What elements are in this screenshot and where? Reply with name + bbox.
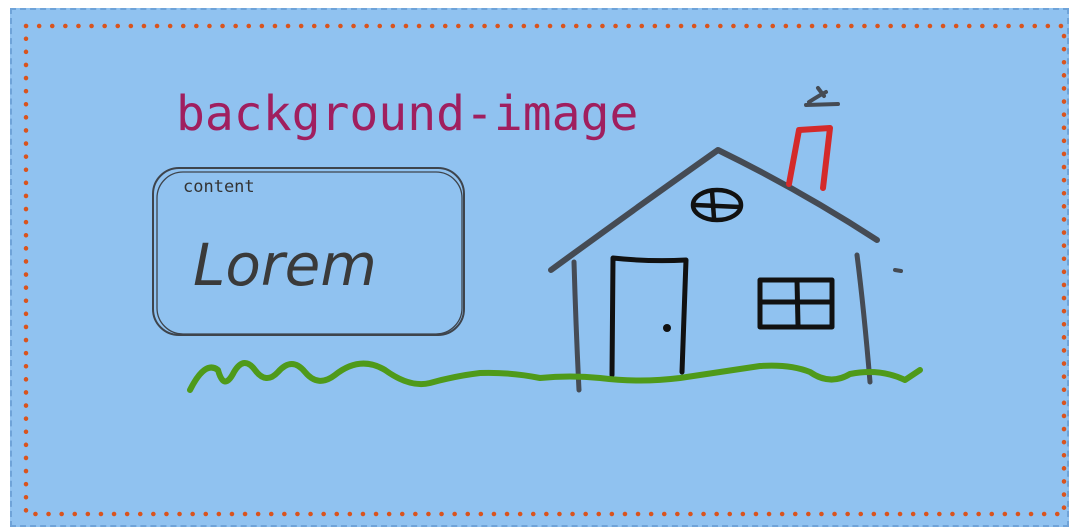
diagram-title: background-image	[176, 86, 638, 142]
sketch-mark	[895, 270, 901, 271]
right-wall	[857, 255, 870, 382]
round-window-icon	[693, 190, 741, 220]
door-icon	[612, 258, 686, 375]
content-box: content Lorem	[153, 168, 464, 335]
content-label: content	[183, 177, 255, 197]
lorem-text: Lorem	[193, 231, 377, 299]
smoke	[806, 88, 838, 105]
left-wall	[574, 262, 579, 390]
ground-line	[190, 363, 920, 390]
square-window-icon	[760, 280, 832, 327]
chimney	[789, 128, 830, 188]
